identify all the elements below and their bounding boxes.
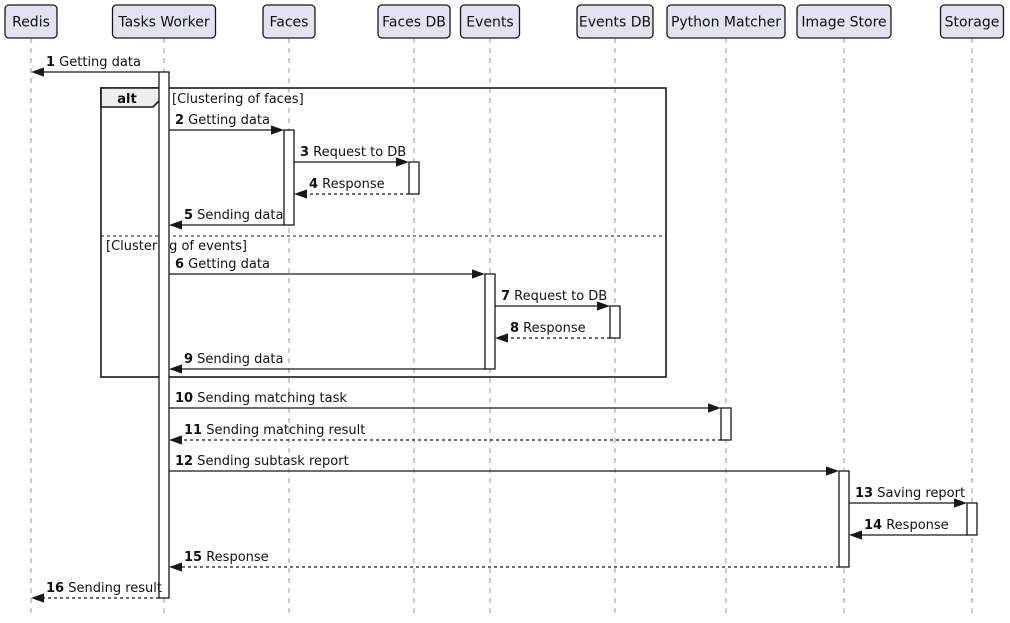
message-6-label: 6 Getting data: [175, 257, 270, 272]
alt-frame: [Clustering of faces] [Clustering of even…: [100, 87, 667, 378]
message-11: 11 Sending matching result: [169, 423, 721, 445]
message-8-arrowhead: [495, 333, 508, 343]
message-2-label: 2 Getting data: [175, 113, 270, 128]
participant-faces: Faces: [262, 4, 316, 39]
message-6: 6 Getting data: [169, 257, 485, 279]
message-9: 9 Sending data: [169, 352, 485, 374]
participant-tasks-worker: Tasks Worker: [111, 4, 217, 39]
message-7-arrowhead: [597, 301, 610, 311]
participant-storage: Storage: [939, 4, 1005, 39]
participant-python-matcher: Python Matcher: [666, 4, 786, 39]
message-1: 1 Getting data: [31, 55, 159, 77]
message-13: 13 Saving report: [849, 486, 967, 508]
participant-events-db: Events DB: [576, 4, 654, 39]
message-7: 7 Request to DB: [495, 289, 610, 311]
message-1-label: 1 Getting data: [46, 55, 141, 70]
message-16-arrowhead: [31, 593, 44, 603]
message-2-arrowhead: [271, 125, 284, 135]
activation-python-matcher: [720, 407, 732, 441]
message-13-label: 13 Saving report: [855, 486, 965, 501]
message-5: 5 Sending data: [169, 208, 284, 230]
message-15-arrowhead: [169, 562, 182, 572]
message-12-label: 12 Sending subtask report: [175, 454, 349, 469]
message-4-label: 4 Response: [309, 177, 385, 192]
participant-label: Faces DB: [382, 15, 446, 31]
message-9-arrowhead: [169, 364, 182, 374]
participant-label: Tasks Worker: [117, 15, 210, 31]
activation-events-db: [609, 305, 621, 339]
activation-tasks-worker: [158, 71, 170, 599]
alt-frame-operator: alt: [117, 92, 136, 107]
message-1-arrowhead: [31, 67, 44, 77]
participant-label: Faces: [270, 15, 309, 31]
participant-label: Events: [466, 15, 513, 31]
message-15-label: 15 Response: [184, 550, 269, 565]
activation-events: [484, 273, 496, 370]
message-6-arrowhead: [472, 269, 485, 279]
participant-redis: Redis: [4, 4, 58, 39]
message-5-label: 5 Sending data: [184, 208, 283, 223]
message-8-label: 8 Response: [510, 321, 586, 336]
participant-label: Storage: [945, 15, 1000, 31]
message-15: 15 Response: [169, 550, 839, 572]
activation-storage: [966, 502, 978, 536]
message-3-label: 3 Request to DB: [300, 145, 406, 160]
message-3: 3 Request to DB: [294, 145, 409, 167]
message-5-arrowhead: [169, 220, 182, 230]
message-14-label: 14 Response: [864, 518, 949, 533]
alt-frame-pentagon: [100, 87, 163, 108]
message-14: 14 Response: [849, 518, 967, 540]
participant-label: Image Store: [801, 15, 886, 31]
participant-image-store: Image Store: [796, 4, 892, 39]
message-2: 2 Getting data: [169, 113, 284, 135]
message-4-arrowhead: [294, 189, 307, 199]
message-12: 12 Sending subtask report: [169, 454, 839, 476]
message-8: 8 Response: [495, 321, 610, 343]
message-16: 16 Sending result: [31, 581, 162, 603]
message-10: 10 Sending matching task: [169, 391, 721, 413]
message-11-arrowhead: [169, 435, 182, 445]
message-12-arrowhead: [826, 466, 839, 476]
guard--clustering-of-faces-: [Clustering of faces]: [172, 92, 304, 107]
message-7-label: 7 Request to DB: [501, 289, 607, 304]
activation-faces-db: [408, 161, 420, 195]
participant-faces-db: Faces DB: [377, 4, 451, 39]
participant-label: Events DB: [579, 15, 651, 31]
message-16-label: 16 Sending result: [46, 581, 162, 596]
activation-faces: [283, 129, 295, 226]
message-11-label: 11 Sending matching result: [184, 423, 365, 438]
message-4: 4 Response: [294, 177, 409, 199]
message-3-arrowhead: [396, 157, 409, 167]
participant-events: Events: [459, 4, 521, 39]
message-10-arrowhead: [708, 403, 721, 413]
message-9-label: 9 Sending data: [184, 352, 283, 367]
participant-label: Python Matcher: [671, 15, 781, 31]
message-13-arrowhead: [954, 498, 967, 508]
message-10-label: 10 Sending matching task: [175, 391, 347, 406]
message-14-arrowhead: [849, 530, 862, 540]
activation-image-store: [838, 470, 850, 568]
guard--clustering-of-events-: [Clustering of events]: [106, 239, 247, 254]
participant-label: Redis: [12, 15, 50, 31]
